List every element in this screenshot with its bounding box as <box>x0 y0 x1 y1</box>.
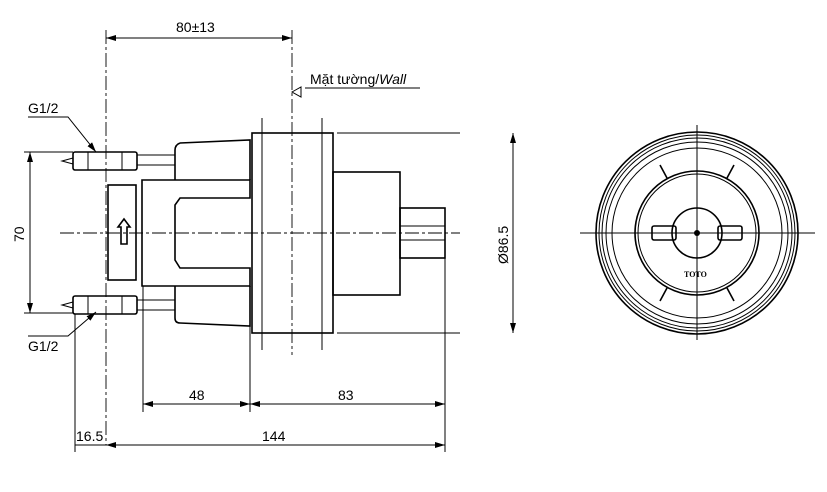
dim-diameter-label: Ø86.5 <box>495 226 511 264</box>
front-view-valve <box>595 131 799 335</box>
dim-offset-label: 80±13 <box>176 19 215 35</box>
dim-height-label: 70 <box>11 226 27 242</box>
thread-bottom-label: G1/2 <box>28 338 59 354</box>
thread-top-label: G1/2 <box>28 100 59 116</box>
dim-total-length-label: 144 <box>262 428 286 444</box>
dim-front-depth-label: 83 <box>338 387 354 403</box>
dim-inlet-offset-label: 16.5 <box>76 428 103 444</box>
centerlines <box>60 30 815 445</box>
brand-mark: TOTO <box>684 270 707 279</box>
wall-label-vi: Mặt tường/ <box>310 71 379 87</box>
wall-label-en: Wall <box>379 71 407 87</box>
wall-label: Mặt tường/Wall <box>310 71 407 87</box>
dim-body-depth-label: 48 <box>189 387 205 403</box>
dimension-lines <box>24 35 516 452</box>
side-view-valve <box>60 118 460 350</box>
